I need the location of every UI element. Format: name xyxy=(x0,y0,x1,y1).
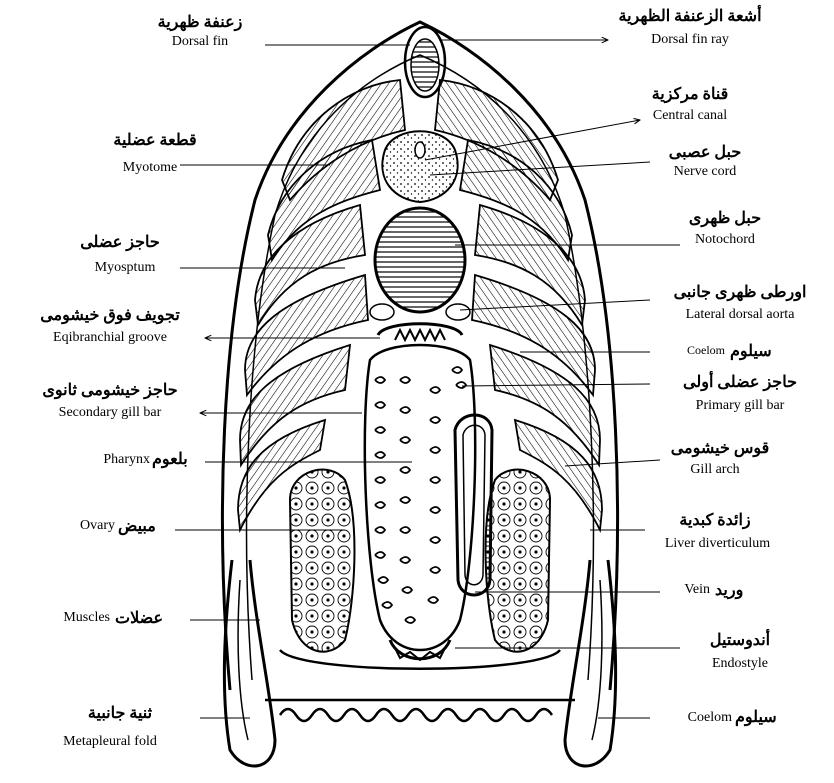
label-myotome-en: Myotome xyxy=(95,160,205,176)
label-vein-en: Vein xyxy=(655,582,710,598)
label-epibranchial-groove-ar: تجويف فوق خيشومى xyxy=(15,305,205,325)
label-central-canal-ar: قناة مركزية xyxy=(635,84,745,104)
label-secondary-gill-bar-ar: حاجز خيشومى ثانوى xyxy=(20,380,200,400)
label-gill-arch-ar: قوس خيشومى xyxy=(660,438,780,458)
gill-bars-right xyxy=(428,367,466,603)
label-gill-arch-en: Gill arch xyxy=(665,462,765,478)
label-pharynx-ar: بلعوم xyxy=(152,449,212,469)
label-liver-diverticulum-ar: زائدة كبدية xyxy=(645,510,785,530)
label-coelom-upper-ar: سيلوم xyxy=(730,341,800,361)
label-liver-diverticulum-en: Liver diverticulum xyxy=(640,536,795,552)
label-muscles-en: Muscles xyxy=(15,610,110,626)
ovaries xyxy=(290,470,550,652)
label-endostyle-en: Endostyle xyxy=(690,656,790,672)
label-muscles-ar: عضلات xyxy=(115,608,185,628)
notochord xyxy=(375,208,465,312)
label-nerve-cord-ar: حبل عصبى xyxy=(650,142,760,162)
metapleural-folds xyxy=(224,560,615,766)
label-lateral-dorsal-aorta-en: Lateral dorsal aorta xyxy=(655,307,825,323)
label-dorsal-fin-ray-en: Dorsal fin ray xyxy=(615,32,765,48)
label-metapleural-fold-ar: ثنية جانبية xyxy=(50,703,190,723)
label-dorsal-fin-ray-ar: أشعة الزعنفة الظهرية xyxy=(605,6,775,26)
label-endostyle-ar: أندوستيل xyxy=(690,630,790,650)
label-epibranchial-groove-en: Eqibranchial groove xyxy=(25,330,195,346)
label-vein-ar: وريد xyxy=(715,580,775,600)
label-primary-gill-bar-ar: حاجز عضلى أولى xyxy=(660,372,820,392)
label-primary-gill-bar-en: Primary gill bar xyxy=(660,398,820,414)
label-lateral-dorsal-aorta-ar: اورطى ظهرى جانبى xyxy=(655,282,825,302)
label-ovary-ar: مبيض xyxy=(118,516,178,536)
label-dorsal-fin-en: Dorsal fin xyxy=(150,34,250,50)
label-nerve-cord-en: Nerve cord xyxy=(650,164,760,180)
nerve-cord xyxy=(382,131,457,202)
label-coelom-lower-ar: سيلوم xyxy=(735,707,805,727)
label-notochord-en: Notochord xyxy=(680,232,770,248)
label-myosptum-ar: حاجز عضلى xyxy=(55,232,185,252)
label-notochord-ar: حبل ظهرى xyxy=(680,208,770,228)
label-pharynx-en: Pharynx xyxy=(40,452,150,468)
label-dorsal-fin-ar: زعنفة ظهرية xyxy=(140,12,260,32)
label-secondary-gill-bar-en: Secondary gill bar xyxy=(30,405,190,421)
label-metapleural-fold-en: Metapleural fold xyxy=(20,734,200,750)
label-central-canal-en: Central canal xyxy=(635,108,745,124)
label-myotome-ar: قطعة عضلية xyxy=(85,130,225,150)
label-ovary-en: Ovary xyxy=(30,518,115,534)
gill-bars-left xyxy=(375,377,415,623)
label-coelom-lower-en: Coelom xyxy=(650,710,732,726)
label-myosptum-en: Myosptum xyxy=(75,260,175,276)
pharynx xyxy=(365,345,475,650)
label-coelom-upper-en: Coelom xyxy=(650,343,725,358)
